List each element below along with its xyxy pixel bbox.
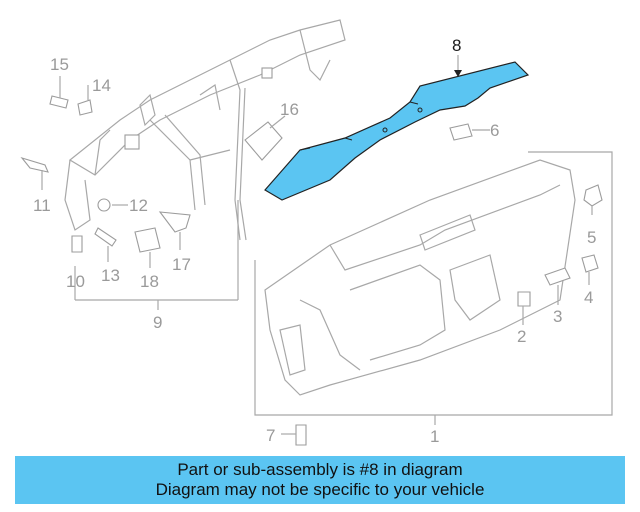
leader-lines [41,55,593,435]
part-16-vent [244,121,283,161]
cross-car-beam [64,19,346,241]
part-2-clip [517,291,531,307]
insulator-part-8-highlight [264,61,530,201]
callout-12: 12 [129,196,148,215]
callout-9: 9 [153,313,162,332]
callout-14: 14 [92,76,111,95]
part-10-nut [71,235,83,253]
part-14-clip [77,99,93,116]
callout-4: 4 [584,288,593,307]
callout-16: 16 [280,100,299,119]
callout-18: 18 [140,272,159,291]
callout-1: 1 [430,427,439,446]
part-12-nut [97,198,111,212]
instrument-panel [264,159,576,396]
callout-6: 6 [490,121,499,140]
part-17-bracket [158,211,191,233]
callout-11: 11 [33,196,51,215]
part-6-clip [449,123,473,141]
banner-line-2: Diagram may not be specific to your vehi… [155,480,485,499]
part-3-cover [544,267,571,286]
callout-15: 15 [50,55,69,74]
callout-13: 13 [101,266,120,285]
callout-3: 3 [553,307,562,326]
callout-7: 7 [266,426,275,445]
instrument-panel-frame [254,151,613,416]
callout-10: 10 [66,272,85,291]
part-4-bracket [581,254,599,273]
part-7-bolt [295,424,307,446]
info-banner: Part or sub-assembly is #8 in diagram Di… [15,456,625,504]
banner-line-1: Part or sub-assembly is #8 in diagram [177,460,463,479]
part-13-bolt [94,227,117,247]
part-15-bolt [49,95,69,109]
part-5-bracket [583,184,603,207]
part-18-bracket [134,227,161,253]
callout-5: 5 [587,228,596,247]
callout-17: 17 [172,255,191,274]
callout-2: 2 [517,327,526,346]
part-11-pin [20,156,49,173]
callout-8: 8 [452,36,461,55]
